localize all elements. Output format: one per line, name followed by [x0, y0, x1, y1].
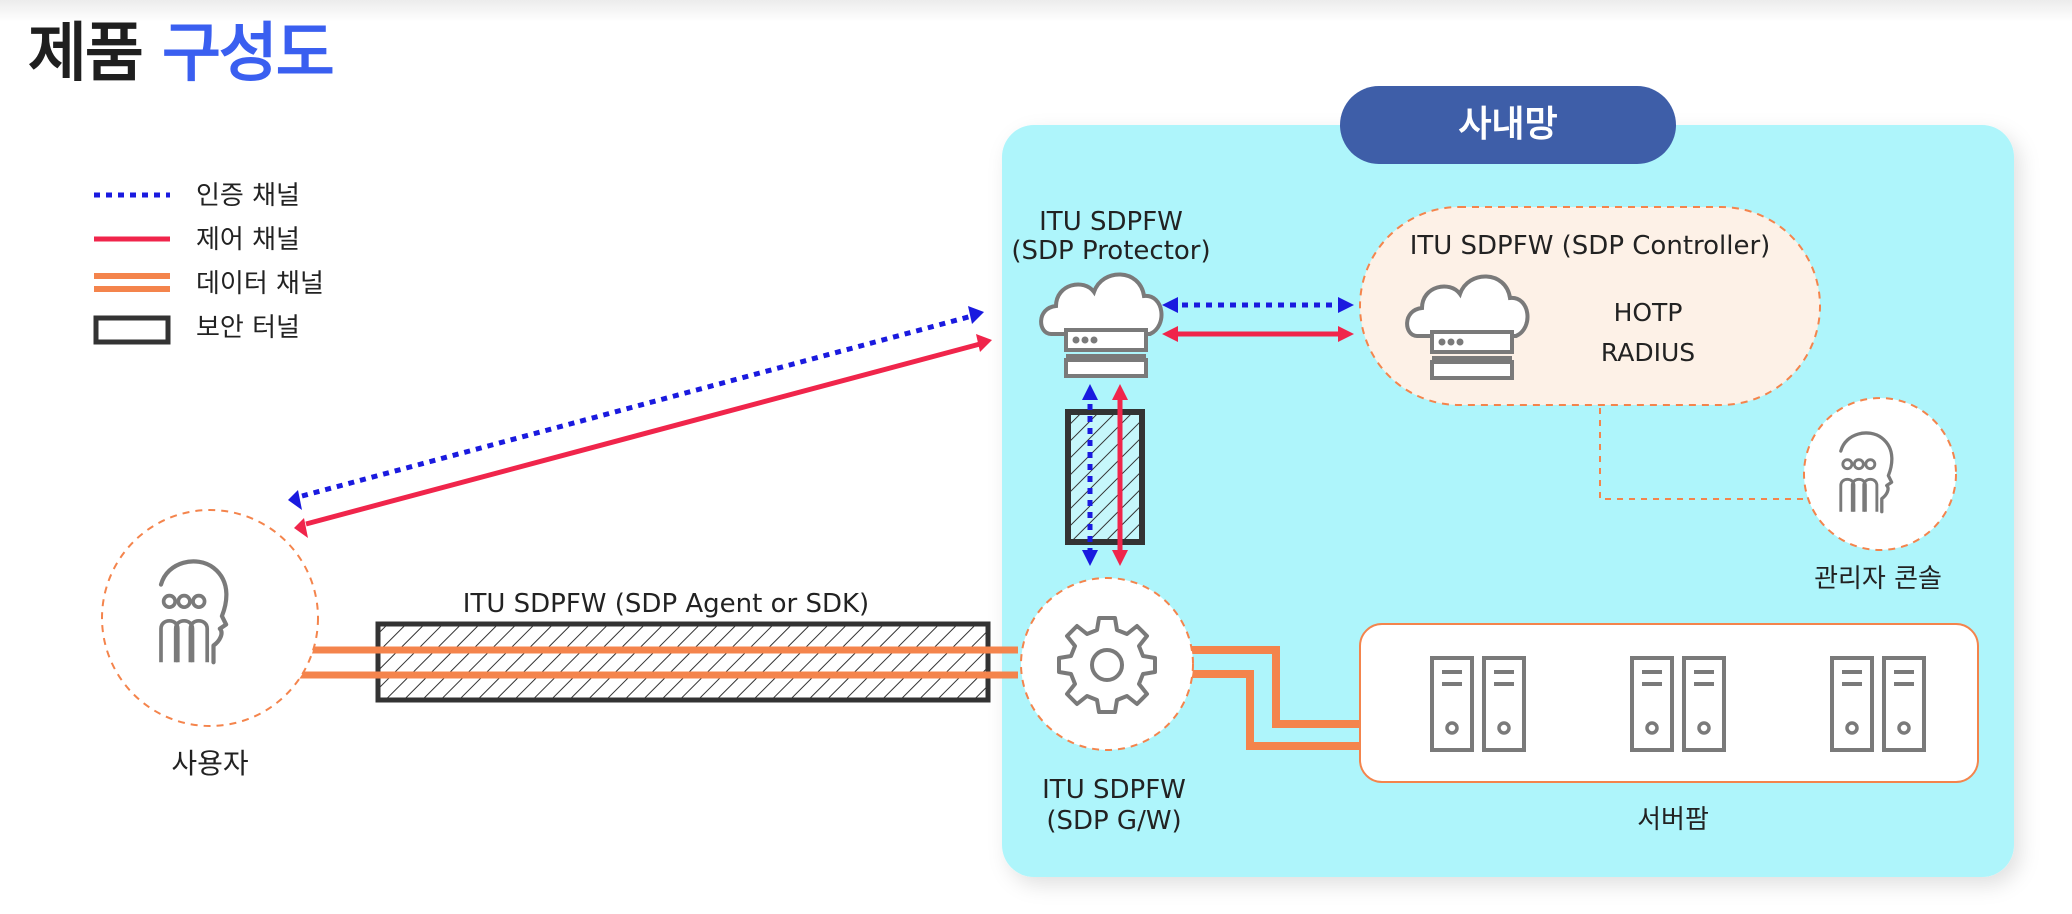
- arrowhead: [1112, 384, 1128, 400]
- arrowhead: [1338, 326, 1354, 342]
- legend-label-auth: 인증 채널: [196, 181, 300, 211]
- legend-item-control: 제어 채널: [94, 225, 300, 255]
- user-label: 사용자: [171, 747, 248, 780]
- arrowhead: [1162, 326, 1178, 342]
- protector-controller-channels: [1162, 297, 1354, 342]
- admin-label: 관리자 콘솔: [1814, 564, 1942, 594]
- controller-background: [1359, 206, 1821, 406]
- page-title-main: 제품: [28, 17, 144, 91]
- legend-swatch-tunnel: [93, 315, 171, 345]
- arrowhead: [1112, 550, 1128, 566]
- legend: 인증 채널 제어 채널 데이터 채널 보안 터널: [93, 181, 324, 345]
- arrowhead: [1082, 550, 1098, 566]
- server-farm-label: 서버팜: [1637, 805, 1709, 835]
- horizontal-secure-tunnel: [375, 621, 991, 703]
- arrowhead: [1082, 384, 1098, 400]
- arrowhead: [294, 518, 308, 538]
- arrowhead: [1338, 297, 1354, 313]
- user-circle: [101, 509, 319, 727]
- top-shade: [0, 0, 2072, 22]
- legend-label-data: 데이터 채널: [196, 269, 324, 299]
- protector-label-line1: ITU SDPFW: [1039, 207, 1183, 237]
- legend-label-tunnel: 보안 터널: [196, 313, 300, 343]
- intranet-label: 사내망: [1458, 104, 1557, 145]
- controller-item-radius: RADIUS: [1601, 338, 1695, 367]
- legend-item-auth: 인증 채널: [94, 181, 300, 211]
- admin-console-node: 관리자 콘솔: [1599, 397, 1957, 594]
- controller-title: ITU SDPFW (SDP Controller): [1410, 231, 1771, 261]
- gateway-node: ITU SDPFW (SDP G/W): [1020, 577, 1194, 836]
- agent-tunnel: ITU SDPFW (SDP Agent or SDK): [296, 589, 1018, 703]
- admin-link: [1599, 408, 1806, 500]
- arrowhead: [968, 306, 984, 324]
- user-protector-channels: [288, 306, 992, 538]
- gear-icon: [1057, 616, 1157, 714]
- gateway-label-line2: (SDP G/W): [1046, 806, 1181, 836]
- arrowhead: [976, 334, 992, 352]
- protector-node: ITU SDPFW (SDP Protector): [1011, 207, 1211, 378]
- gateway-serverfarm-data-line-1: [1188, 646, 1362, 728]
- server-farm-node: 서버팜: [1188, 623, 1979, 835]
- user-node: 사용자: [101, 509, 319, 780]
- legend-item-tunnel: 보안 터널: [93, 313, 300, 345]
- intranet-badge: [1340, 86, 1676, 164]
- protector-label-line2: (SDP Protector): [1011, 236, 1210, 266]
- controller-item-hotp: HOTP: [1614, 298, 1683, 327]
- user-protector-control-line: [305, 341, 981, 527]
- arrowhead: [1162, 297, 1178, 313]
- legend-item-data: 데이터 채널: [94, 269, 324, 299]
- legend-label-control: 제어 채널: [196, 225, 300, 255]
- page-title-accent: 구성도: [162, 17, 335, 91]
- agent-tunnel-label: ITU SDPFW (SDP Agent or SDK): [463, 589, 869, 619]
- page-title: 제품 구성도: [28, 14, 335, 94]
- controller-node: ITU SDPFW (SDP Controller) HOTP RADIUS: [1359, 206, 1821, 406]
- gateway-label-line1: ITU SDPFW: [1042, 775, 1186, 805]
- gateway-serverfarm-data-line-2: [1188, 670, 1362, 750]
- protector-gateway-tunnel: [1065, 384, 1145, 566]
- user-protector-auth-line: [301, 313, 973, 499]
- vertical-secure-tunnel: [1065, 409, 1145, 545]
- admin-circle: [1803, 397, 1957, 551]
- arrowhead: [288, 490, 302, 510]
